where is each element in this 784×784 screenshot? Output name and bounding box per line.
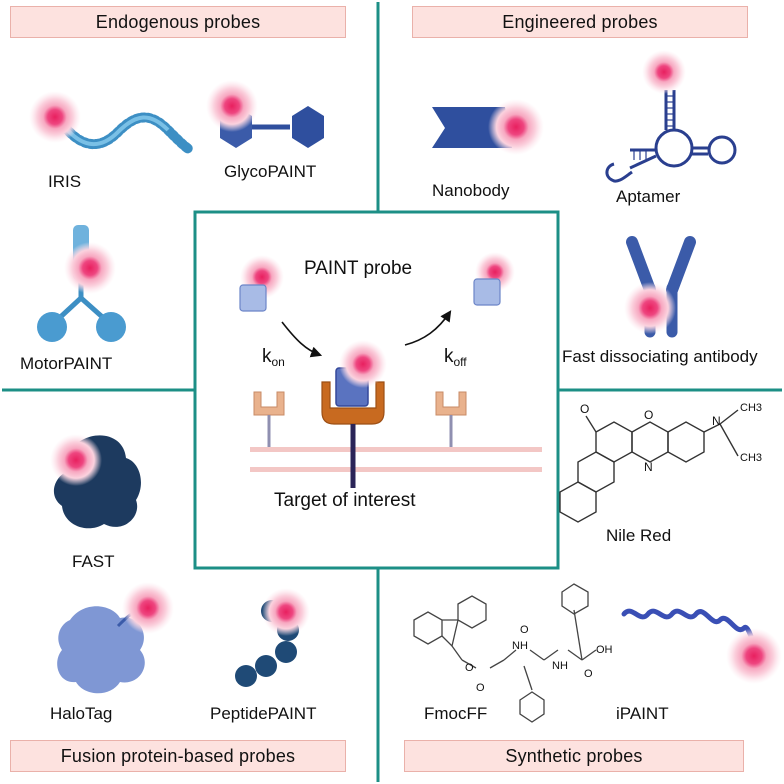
label-ipaint: iPAINT (616, 704, 669, 723)
section-fusion: Fusion protein-based probes (10, 740, 346, 772)
fmocff-oh: OH (596, 644, 613, 656)
fmocff-o-c: O (520, 624, 529, 636)
label-motorpaint: MotorPAINT (20, 354, 113, 373)
antibody-graphic (624, 236, 696, 338)
nile-red-n-ring: N (644, 460, 653, 474)
nile-red-o-ketone: O (580, 402, 590, 416)
glycopaint-graphic (206, 80, 324, 148)
center-title: PAINT probe (304, 258, 413, 279)
nile-red-n-amine: N (712, 414, 721, 428)
label-aptamer: Aptamer (616, 187, 681, 206)
center-diagram (239, 252, 542, 488)
target-label: Target of interest (274, 490, 416, 511)
fmocff-o-d: O (584, 668, 593, 680)
section-endogenous: Endogenous probes (10, 6, 346, 38)
fmocff-nh2: NH (552, 660, 568, 672)
label-nanobody: Nanobody (432, 181, 510, 200)
section-engineered: Engineered probes (412, 6, 748, 38)
nile-red-structure (559, 409, 739, 523)
peptidepaint-graphic (235, 588, 310, 687)
motorpaint-graphic (37, 225, 126, 342)
koff-label: koff (444, 346, 467, 369)
iris-graphic (29, 91, 195, 155)
label-iris: IRIS (48, 172, 82, 191)
aptamer-graphic (605, 50, 737, 183)
label-fmocff: FmocFF (424, 704, 488, 723)
fast-graphic (50, 434, 141, 529)
koff-k: k (444, 346, 454, 367)
nile-red-ch3-top: CH3 (740, 402, 763, 414)
nile-red-ch3-bottom: CH3 (740, 452, 763, 464)
label-fast: FAST (72, 552, 115, 571)
fmocff-nh1: NH (512, 640, 528, 652)
fmocff-o-b: O (476, 682, 485, 694)
label-antibody: Fast dissociating antibody (562, 347, 758, 366)
label-glycopaint: GlycoPAINT (224, 162, 317, 181)
halotag-graphic (57, 582, 174, 694)
aptamer-rungs (633, 95, 674, 160)
fmocff-structure (413, 583, 597, 723)
label-peptidepaint: PeptidePAINT (210, 704, 317, 723)
kon-label: kon (262, 346, 285, 369)
label-nilered: Nile Red (606, 526, 672, 545)
fmocff-o-a: O (465, 662, 474, 674)
label-halotag: HaloTag (50, 704, 113, 723)
nanobody-graphic (432, 99, 544, 155)
section-synthetic: Synthetic probes (404, 740, 744, 772)
nile-red-o-ring: O (644, 408, 654, 422)
koff-subscript: off (453, 355, 467, 369)
kon-k: k (262, 346, 272, 367)
ipaint-graphic (621, 608, 782, 684)
kon-subscript: on (271, 355, 285, 369)
